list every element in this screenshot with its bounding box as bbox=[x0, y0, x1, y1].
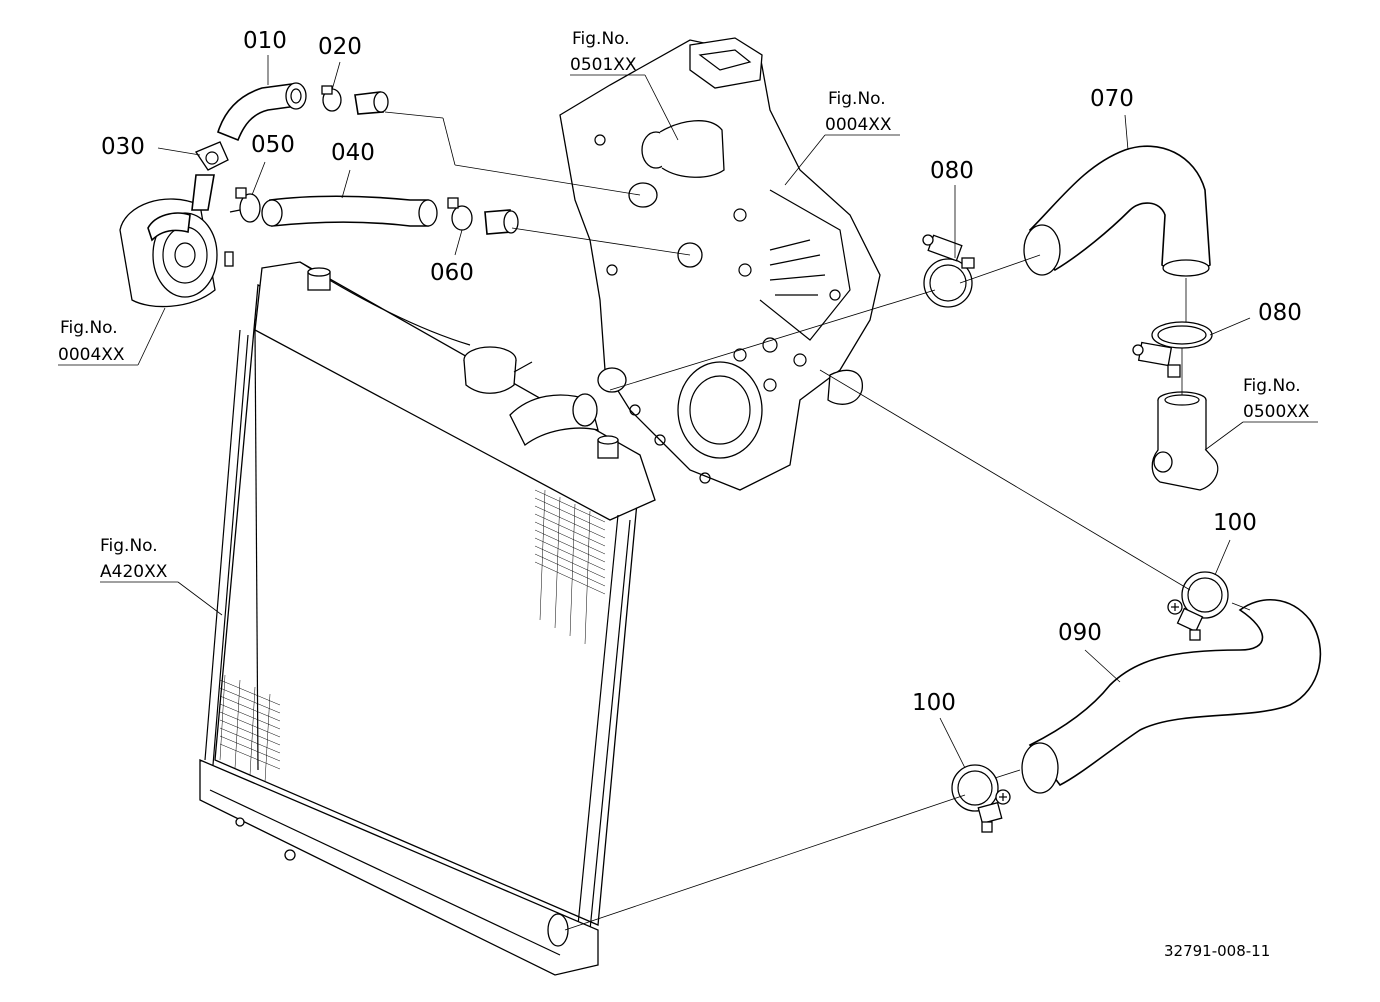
hose-070 bbox=[1023, 145, 1211, 277]
callout-070: 070 bbox=[1090, 86, 1134, 112]
fig-ref-water-flange[interactable]: Fig.No. 0501XX bbox=[570, 29, 637, 75]
fig-ref-number: 0500XX bbox=[1243, 402, 1310, 422]
hose-010 bbox=[217, 82, 307, 142]
fig-ref-radiator[interactable]: Fig.No. A420XX bbox=[100, 536, 168, 582]
hose-090 bbox=[1021, 599, 1322, 794]
fig-ref-number: A420XX bbox=[100, 562, 168, 582]
clamp-080-lower bbox=[1132, 321, 1213, 378]
fig-ref-thermostat[interactable]: Fig.No. 0500XX bbox=[1243, 376, 1310, 422]
clamp-080-upper bbox=[922, 234, 975, 308]
document-id: 32791-008-11 bbox=[1164, 942, 1270, 960]
callout-090: 090 bbox=[1058, 620, 1102, 646]
radiator-core-fins-right bbox=[534, 489, 606, 645]
clamp-050 bbox=[229, 187, 261, 223]
figure-ref-leaders bbox=[58, 74, 1318, 616]
hose-040 bbox=[261, 195, 438, 227]
clamp-020 bbox=[321, 85, 389, 115]
callout-100-lower: 100 bbox=[912, 690, 956, 716]
assembly-lines bbox=[384, 111, 1251, 931]
clamp-100-upper bbox=[1167, 571, 1229, 641]
fig-ref-gear-case[interactable]: Fig.No. 0004XX bbox=[825, 89, 892, 135]
callout-060: 060 bbox=[430, 260, 474, 286]
clamp-100-lower bbox=[951, 764, 1011, 833]
radiator-core-fins-left bbox=[219, 674, 281, 783]
callout-080-upper: 080 bbox=[930, 158, 974, 184]
clamp-060 bbox=[447, 197, 519, 235]
fig-ref-number: 0004XX bbox=[58, 345, 125, 365]
fig-ref-label: Fig.No. bbox=[1243, 376, 1301, 396]
oil-cooler bbox=[119, 198, 234, 308]
fig-ref-number: 0501XX bbox=[570, 55, 637, 75]
callout-020: 020 bbox=[318, 34, 362, 60]
radiator bbox=[199, 261, 656, 976]
callout-010: 010 bbox=[243, 28, 287, 54]
callout-leaders bbox=[157, 55, 1251, 769]
engine-gear-case bbox=[559, 37, 881, 491]
callout-040: 040 bbox=[331, 140, 375, 166]
fig-ref-label: Fig.No. bbox=[828, 89, 886, 109]
fig-ref-number: 0004XX bbox=[825, 115, 892, 135]
thermostat-cover bbox=[1151, 391, 1219, 491]
fig-ref-oil-cooler[interactable]: Fig.No. 0004XX bbox=[58, 318, 125, 365]
fig-ref-label: Fig.No. bbox=[572, 29, 630, 49]
fig-ref-label: Fig.No. bbox=[60, 318, 118, 338]
clamp-030 bbox=[191, 141, 229, 211]
callout-050: 050 bbox=[251, 132, 295, 158]
fig-ref-label: Fig.No. bbox=[100, 536, 158, 556]
callout-080-lower: 080 bbox=[1258, 300, 1302, 326]
callout-030: 030 bbox=[101, 134, 145, 160]
callout-100-upper: 100 bbox=[1213, 510, 1257, 536]
